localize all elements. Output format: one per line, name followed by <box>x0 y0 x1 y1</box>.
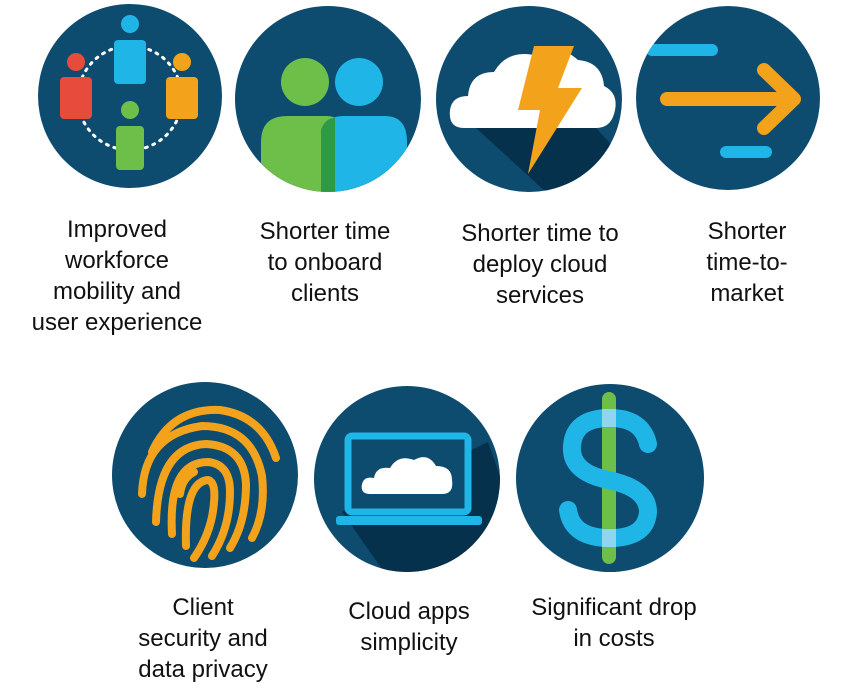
cloud-lightning-icon <box>436 6 622 192</box>
benefit-caption-time-to-market: Shorter time-to- market <box>706 218 788 307</box>
benefit-caption-onboard-clients: Shorter time to onboard clients <box>259 218 391 307</box>
laptop-cloud-icon <box>314 386 500 572</box>
arrow-right-icon <box>636 6 820 190</box>
people-network-icon <box>38 4 222 188</box>
dollar-sign-icon <box>516 384 704 572</box>
two-people-icon <box>235 6 421 192</box>
benefit-caption-deploy-cloud: Shorter time to deploy cloud services <box>461 220 619 309</box>
benefit-caption-drop-in-costs: Significant drop in costs <box>531 594 697 652</box>
benefit-caption-cloud-apps: Cloud apps simplicity <box>348 598 470 656</box>
benefit-caption-workforce-mobility: Improved workforce mobility and user exp… <box>31 216 203 336</box>
fingerprint-icon <box>112 382 298 568</box>
benefit-caption-security-privacy: Client security and data privacy <box>138 594 268 683</box>
